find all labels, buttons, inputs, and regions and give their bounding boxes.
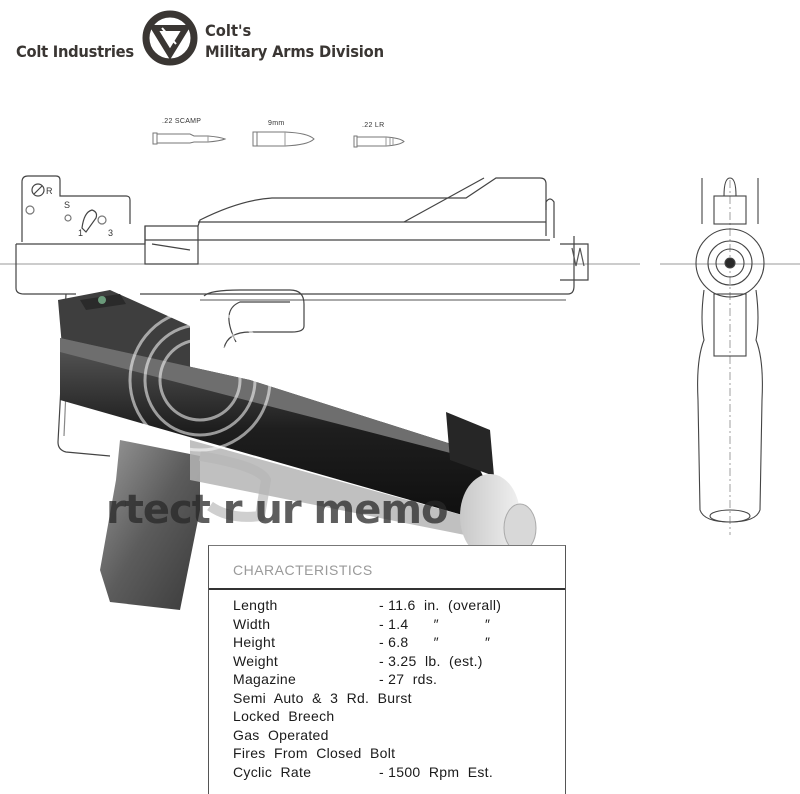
spec-key: Gas Operated (233, 726, 329, 743)
spec-row: Magazine - 27 rds. (233, 671, 553, 690)
spec-key: Width (233, 615, 271, 632)
render-3d-pistol (50, 280, 550, 610)
spec-row: Locked Breech (233, 708, 553, 727)
spec-row: Length - 11.6 in. (overall) (233, 597, 553, 616)
spec-row: Gas Operated (233, 727, 553, 746)
spec-value: - 27 rds. (379, 671, 438, 687)
spec-key: Locked Breech (233, 708, 335, 724)
spec-value: - 6.8 ″ ″ (379, 634, 491, 650)
colt-logo-icon (142, 10, 198, 66)
company-name: Colt Industries (16, 42, 134, 61)
spec-row: Semi Auto & 3 Rd. Burst (233, 690, 553, 709)
division-name-line1: Colt's (205, 21, 252, 40)
characteristics-header: CHARACTERISTICS (209, 546, 565, 590)
spec-row: Cyclic Rate - 1500 Rpm Est. (233, 764, 553, 783)
spec-value: - 3.25 lb. (est.) (379, 652, 483, 669)
characteristics-list: Length - 11.6 in. (overall) Width - 1.4 ″ … (233, 597, 553, 782)
cartridge-9mm-icon (250, 128, 320, 150)
spec-key: Semi Auto & 3 Rd. Burst (233, 689, 412, 706)
cartridge-label: 9mm (268, 120, 285, 127)
spec-key: Weight (233, 652, 279, 669)
cartridge-label: .22 SCAMP (162, 118, 202, 125)
spec-value: - 1500 Rpm Est. (379, 763, 494, 780)
spec-row: Weight - 3.25 lb. (est.) (233, 653, 553, 672)
spec-key: Length (233, 597, 278, 613)
spec-row: Width - 1.4 ″ ″ (233, 616, 553, 635)
spec-key: Cyclic Rate (233, 763, 312, 780)
spec-key: Magazine (233, 671, 297, 687)
spec-key: Fires From Closed Bolt (233, 745, 396, 761)
selector-label-safe: S (64, 200, 70, 210)
cartridge-22-lr-icon (352, 132, 412, 150)
spec-value: - 11.6 in. (overall) (379, 597, 502, 613)
front-view-drawing (660, 160, 800, 540)
selector-label-single: 1 (78, 228, 83, 238)
selector-label-burst: 3 (108, 228, 113, 238)
spec-row: Height - 6.8 ″ ″ (233, 634, 553, 653)
spec-key: Height (233, 634, 276, 650)
spec-row: Fires From Closed Bolt (233, 745, 553, 764)
characteristics-title: CHARACTERISTICS (233, 562, 373, 578)
spec-value: - 1.4 ″ ″ (379, 615, 491, 632)
side-view-drawing: R S 1 3 (0, 160, 640, 540)
watermark-text: rtect r ur memo (106, 487, 448, 533)
cartridge-label: .22 LR (362, 122, 385, 129)
cartridge-22-scamp-icon (150, 128, 230, 148)
division-name-line2: Military Arms Division (205, 42, 384, 61)
characteristics-panel: CHARACTERISTICS Length - 11.6 in. (overal… (208, 545, 566, 794)
selector-label-rotate: R (46, 186, 53, 196)
